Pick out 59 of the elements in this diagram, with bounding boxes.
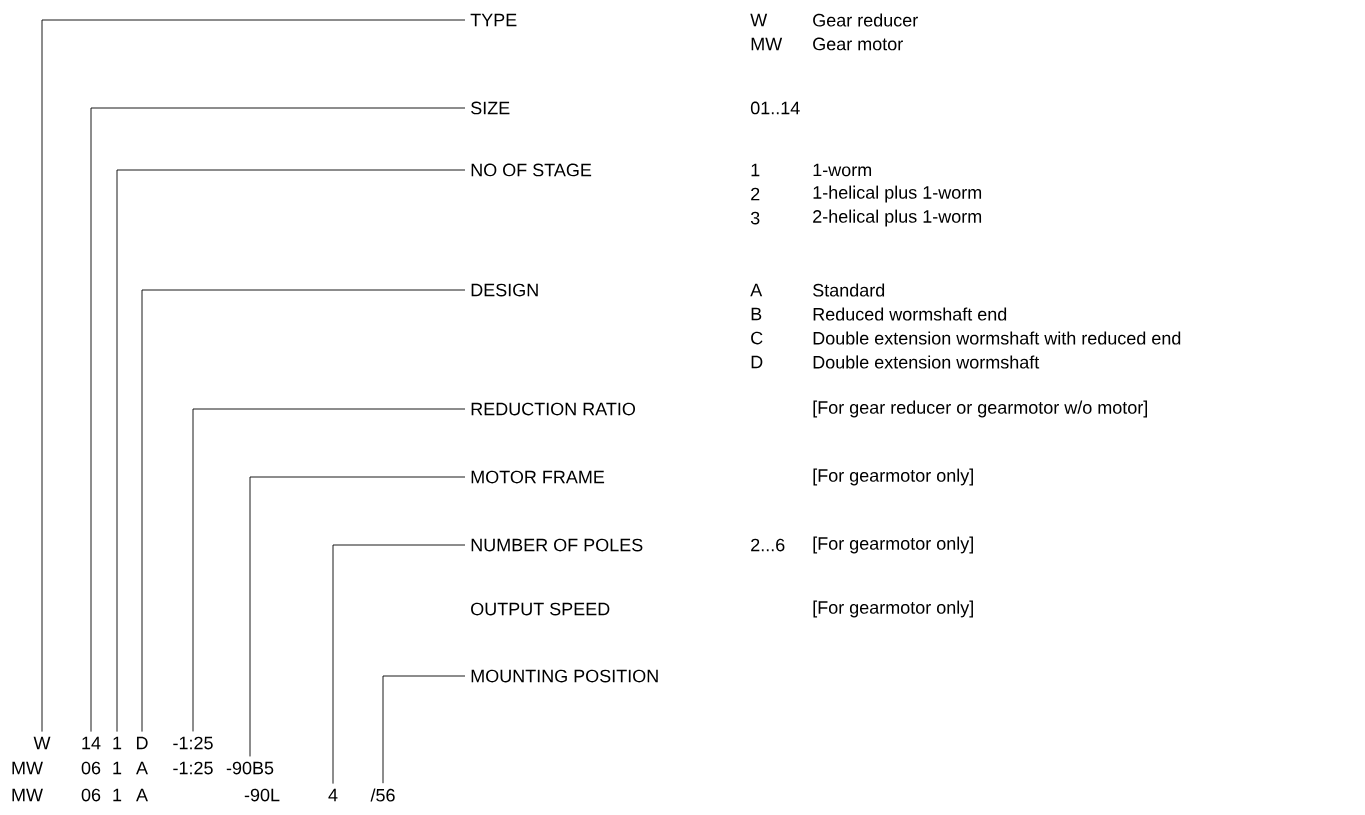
code-text: A — [136, 788, 148, 802]
field-heading: REDUCTION RATIO — [471, 402, 635, 416]
field-heading: MOTOR FRAME — [471, 470, 605, 484]
code-text: 06 — [81, 761, 101, 775]
field-heading: NUMBER OF POLES — [471, 538, 643, 552]
code-text: MW — [12, 761, 43, 775]
field-heading: SIZE — [471, 101, 510, 115]
description-text: Reduced wormshaft end — [813, 307, 1007, 321]
code-text: W — [33, 736, 51, 750]
field-heading: MOUNTING POSITION — [471, 669, 658, 683]
code-value: 1 — [751, 163, 760, 177]
description-text: Gear motor — [813, 37, 903, 51]
leader-line — [192, 408, 466, 732]
code-text: /56 — [370, 788, 395, 802]
leader-line — [41, 19, 466, 733]
code-value: 2 — [751, 187, 760, 201]
code-value: A — [750, 283, 763, 297]
description-text: 2-helical plus 1-worm — [813, 209, 982, 227]
code-text: 1 — [113, 761, 122, 775]
leader-line — [382, 675, 466, 784]
code-text: -1:25 — [173, 761, 213, 775]
description-text: [For gear reducer or gearmotor w/o motor] — [813, 400, 1147, 418]
description-text: [For gearmotor only] — [813, 600, 973, 618]
description-text: Double extension wormshaft with reduced end — [813, 331, 1181, 345]
field-heading: DESIGN — [471, 283, 538, 297]
description-text: 1-helical plus 1-worm — [813, 185, 982, 203]
code-value: B — [751, 307, 762, 321]
code-value: 3 — [750, 211, 760, 225]
code-value: D — [751, 355, 763, 369]
code-value: W — [750, 13, 768, 27]
code-text: 1 — [113, 736, 122, 750]
code-text: -90L — [244, 788, 280, 802]
description-text: Standard — [813, 283, 885, 297]
description-text: [For gearmotor only] — [813, 536, 973, 554]
field-heading: TYPE — [470, 13, 517, 27]
description-text: Double extension wormshaft — [813, 355, 1040, 369]
leader-line — [332, 544, 466, 785]
description-text: Gear reducer — [813, 13, 918, 27]
description-text: [For gearmotor only] — [813, 468, 973, 486]
code-text: 14 — [82, 736, 101, 750]
leader-line — [116, 169, 466, 733]
code-value: 01..14 — [750, 101, 800, 115]
code-text: -1:25 — [173, 736, 213, 750]
code-text: 06 — [81, 788, 101, 802]
leader-line — [141, 289, 466, 733]
leader-line — [249, 476, 466, 757]
code-value: 2...6 — [751, 538, 785, 552]
code-text: 4 — [328, 788, 338, 802]
code-text: MW — [12, 788, 43, 802]
code-text: -90B5 — [226, 761, 274, 775]
code-text: 1 — [113, 788, 122, 802]
leader-line — [90, 107, 466, 733]
description-text: 1-worm — [813, 163, 872, 177]
code-text: A — [136, 761, 148, 775]
code-value: C — [751, 331, 763, 345]
field-heading: NO OF STAGE — [471, 163, 592, 177]
code-text: D — [137, 736, 148, 750]
field-heading: OUTPUT SPEED — [471, 602, 610, 616]
code-value: MW — [751, 37, 783, 51]
